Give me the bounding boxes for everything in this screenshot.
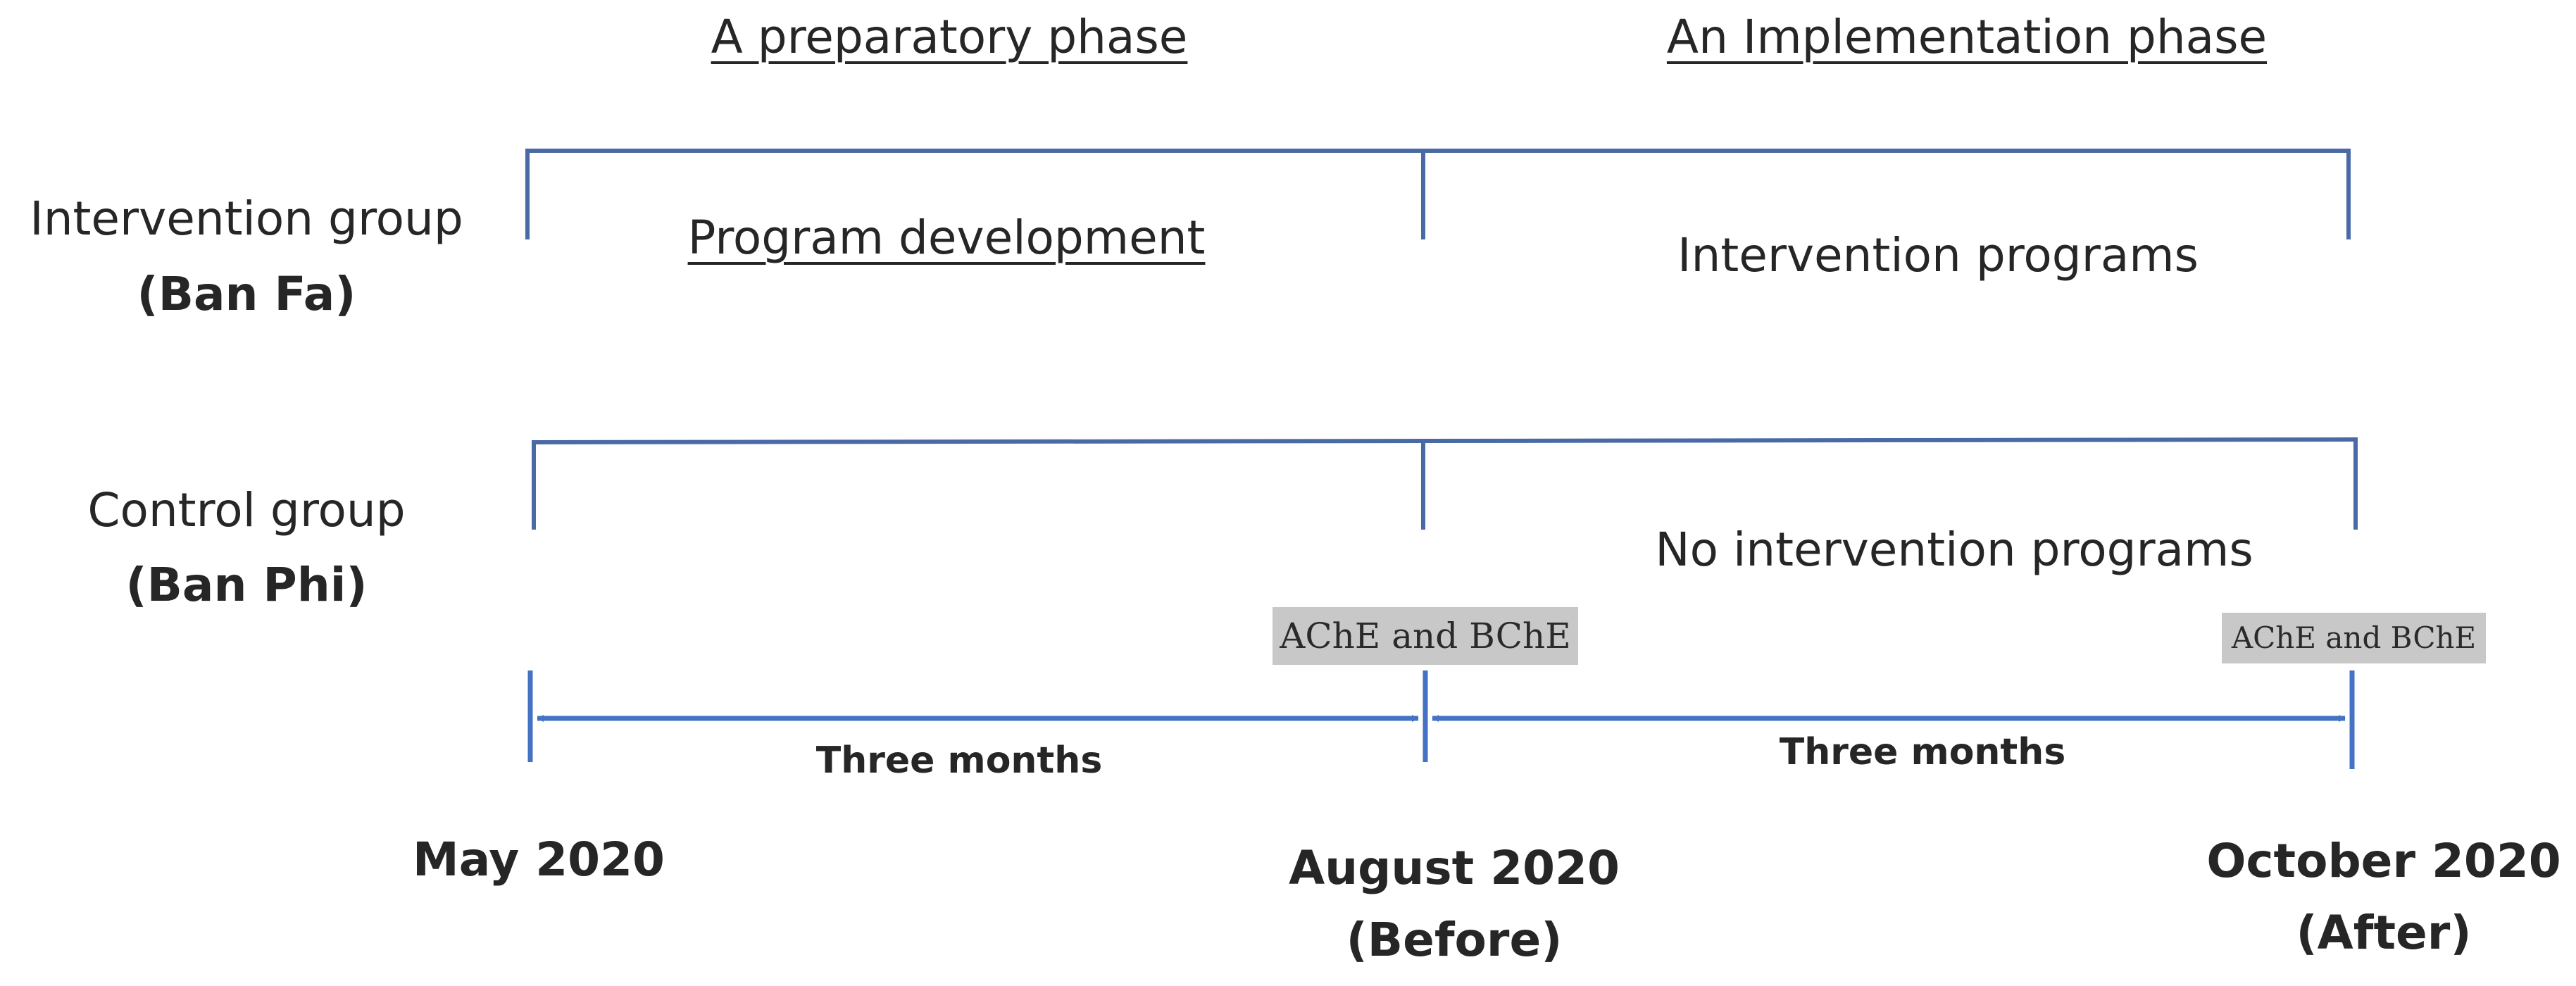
implementation-phase-heading: An Implementation phase xyxy=(1666,10,2268,64)
preparatory-phase-heading: A preparatory phase xyxy=(711,10,1188,64)
date-mid-label: August 2020 xyxy=(1289,841,1620,895)
measurement-badge-before: AChE and BChE xyxy=(1273,607,1578,665)
date-start-label: May 2020 xyxy=(413,832,665,887)
date-start: May 2020 xyxy=(413,824,665,896)
timeline-ticks xyxy=(527,670,2355,769)
intervention-group-site: (Ban Fa) xyxy=(137,267,356,321)
no-intervention-programs-label: No intervention programs xyxy=(1655,523,2253,577)
intervention-programs-label: Intervention programs xyxy=(1677,228,2199,282)
control-bracket xyxy=(531,437,2358,530)
control-bracket-top-line xyxy=(531,437,2358,444)
date-end: October 2020 (After) xyxy=(2206,825,2561,970)
date-end-note: (After) xyxy=(2296,906,2472,961)
intervention-bracket xyxy=(525,149,2351,239)
control-group-label: Control group xyxy=(87,483,406,537)
measurement-badge-after: AChE and BChE xyxy=(2222,613,2486,663)
date-mid-note: (Before) xyxy=(1346,913,1563,968)
duration-label-first: Three months xyxy=(815,740,1103,782)
program-development-label: Program development xyxy=(687,211,1206,265)
duration-label-second: Three months xyxy=(1779,731,2066,773)
control-group-site: (Ban Phi) xyxy=(125,558,368,612)
date-end-label: October 2020 xyxy=(2206,834,2561,888)
intervention-group-label: Intervention group xyxy=(30,192,463,246)
date-mid: August 2020 (Before) xyxy=(1289,832,1620,977)
